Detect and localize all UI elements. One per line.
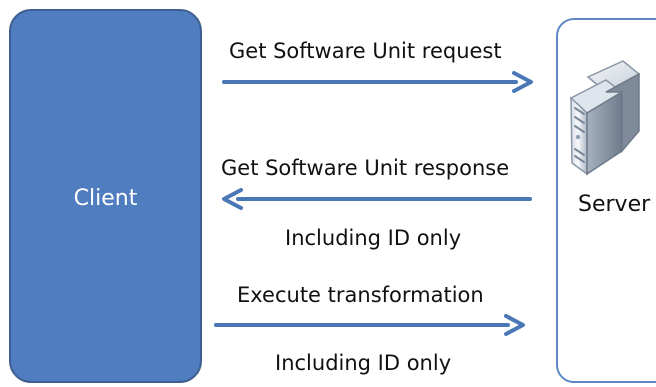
execute-label: Execute transformation [237,283,484,307]
execute-arrow [214,314,525,336]
request-arrow [222,71,533,93]
execute-note: Including ID only [275,351,452,375]
response-note: Including ID only [285,226,462,250]
client-box: Client [9,9,202,383]
server-tower-icon [569,60,641,176]
server-label: Server [578,192,651,217]
client-label: Client [73,186,138,211]
request-label: Get Software Unit request [229,39,502,63]
response-label: Get Software Unit response [221,156,510,180]
response-arrow [222,188,532,210]
